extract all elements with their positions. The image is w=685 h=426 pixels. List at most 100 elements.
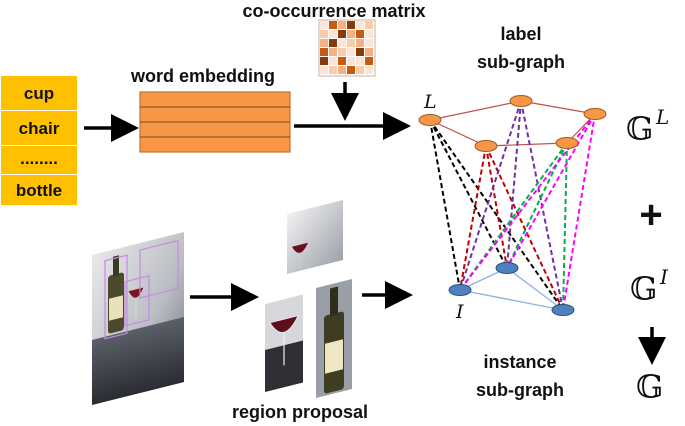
- cross-edge: [562, 142, 568, 311]
- graph-edges: [429, 100, 596, 311]
- graph-result-symbol: 𝔾: [636, 368, 663, 406]
- word-embedding-label: word embedding: [130, 66, 275, 86]
- instance-subgraph-title: sub-graph: [476, 380, 564, 400]
- label-node: [418, 114, 442, 126]
- cross-edge: [562, 113, 596, 311]
- word-chair: chair: [19, 119, 60, 138]
- matrix-cell: [320, 39, 328, 47]
- proposal-tile-glass: [265, 294, 303, 392]
- tile-shadow: [265, 340, 303, 392]
- matrix-cell: [338, 21, 346, 29]
- matrix-cell: [329, 39, 337, 47]
- proposal-box: [139, 239, 179, 299]
- matrix-cell: [347, 48, 355, 56]
- matrix-cell: [338, 39, 346, 47]
- cross-edge: [459, 100, 522, 291]
- label-node: [555, 137, 579, 149]
- cooccurrence-matrix: [318, 19, 376, 77]
- tile-glass: [269, 315, 299, 333]
- matrix-cell: [347, 66, 355, 74]
- word-embedding-block: [139, 91, 291, 153]
- graph-label-symbol: 𝔾: [626, 110, 653, 148]
- tile-bottle-neck: [330, 286, 338, 317]
- word-box-cup: [1, 76, 77, 110]
- matrix-cell: [320, 57, 328, 65]
- matrix-cell: [320, 30, 328, 38]
- label-node: [583, 108, 607, 120]
- label-node: [474, 140, 498, 152]
- matrix-cell: [338, 30, 346, 38]
- cross-edge: [485, 145, 564, 311]
- matrix-cell: [356, 48, 364, 56]
- matrix-cell: [320, 48, 328, 56]
- matrix-cell: [365, 66, 373, 74]
- cross-edge: [485, 145, 508, 269]
- label-node: [509, 95, 533, 107]
- word-list: cup chair ........ bottle: [1, 76, 77, 205]
- matrix-cell: [338, 57, 346, 65]
- matrix-cell: [356, 30, 364, 38]
- matrix-cell: [356, 21, 364, 29]
- matrix-cell: [329, 66, 337, 74]
- word-box-dots: [1, 146, 77, 174]
- matrix-cell: [347, 30, 355, 38]
- matrix-cell: [365, 39, 373, 47]
- tile-glass: [292, 242, 308, 253]
- word-cup: cup: [24, 84, 54, 103]
- label-subgraph-title: sub-graph: [477, 52, 565, 72]
- arrows: [84, 82, 666, 365]
- matrix-cell: [329, 21, 337, 29]
- label-edge: [429, 119, 487, 147]
- cooccurrence-matrix-label: co-occurrence matrix: [242, 1, 425, 21]
- plus-sign: +: [639, 193, 662, 237]
- matrix-cell: [365, 30, 373, 38]
- cross-edge: [506, 113, 596, 269]
- region-proposal-label: region proposal: [232, 402, 368, 422]
- instance-subgraph-title: instance: [483, 352, 556, 372]
- image-table: [92, 317, 184, 405]
- cross-edge: [506, 100, 522, 269]
- cross-edge: [506, 142, 568, 269]
- tile-bottle-label: [325, 339, 343, 374]
- matrix-cell: [347, 57, 355, 65]
- matrix-cell: [365, 57, 373, 65]
- tile-background: [287, 200, 343, 274]
- word-box-chair: [1, 111, 77, 145]
- matrix-cell: [356, 57, 364, 65]
- cross-edge: [459, 145, 487, 291]
- word-dots: ........: [20, 149, 58, 168]
- matrix-cell: [329, 30, 337, 38]
- matrix-cell: [338, 48, 346, 56]
- cross-edge: [429, 119, 461, 291]
- matrix-cell: [347, 21, 355, 29]
- word-box-bottle: [1, 175, 77, 205]
- graph-instance-superscript: I: [659, 265, 669, 289]
- cross-edge: [429, 119, 508, 269]
- instance-node-letter: I: [455, 301, 464, 323]
- matrix-cell: [356, 66, 364, 74]
- source-image: [92, 232, 184, 405]
- word-bottle: bottle: [16, 181, 62, 200]
- matrix-cell: [365, 48, 373, 56]
- label-edge: [429, 100, 522, 121]
- instance-edge: [506, 267, 564, 311]
- proposal-tile-bottle: [316, 279, 352, 398]
- label-subgraph-title: label: [500, 24, 541, 44]
- matrix-cell: [338, 66, 346, 74]
- instance-edge: [459, 289, 564, 311]
- matrix-cell: [320, 21, 328, 29]
- equation: 𝔾 L + 𝔾 I 𝔾: [626, 105, 669, 406]
- proposal-tile-chair: [287, 200, 343, 274]
- instance-node: [551, 304, 575, 316]
- cross-edge: [459, 142, 568, 291]
- matrix-cell: [365, 21, 373, 29]
- matrix-cell: [329, 48, 337, 56]
- graph-label-superscript: L: [655, 105, 669, 129]
- matrix-cell: [356, 39, 364, 47]
- matrix-cell: [320, 66, 328, 74]
- image-bottle-neck: [113, 255, 119, 277]
- instance-node: [448, 284, 472, 296]
- graph-instance-symbol: 𝔾: [630, 270, 657, 308]
- image-bottle-label: [109, 295, 123, 321]
